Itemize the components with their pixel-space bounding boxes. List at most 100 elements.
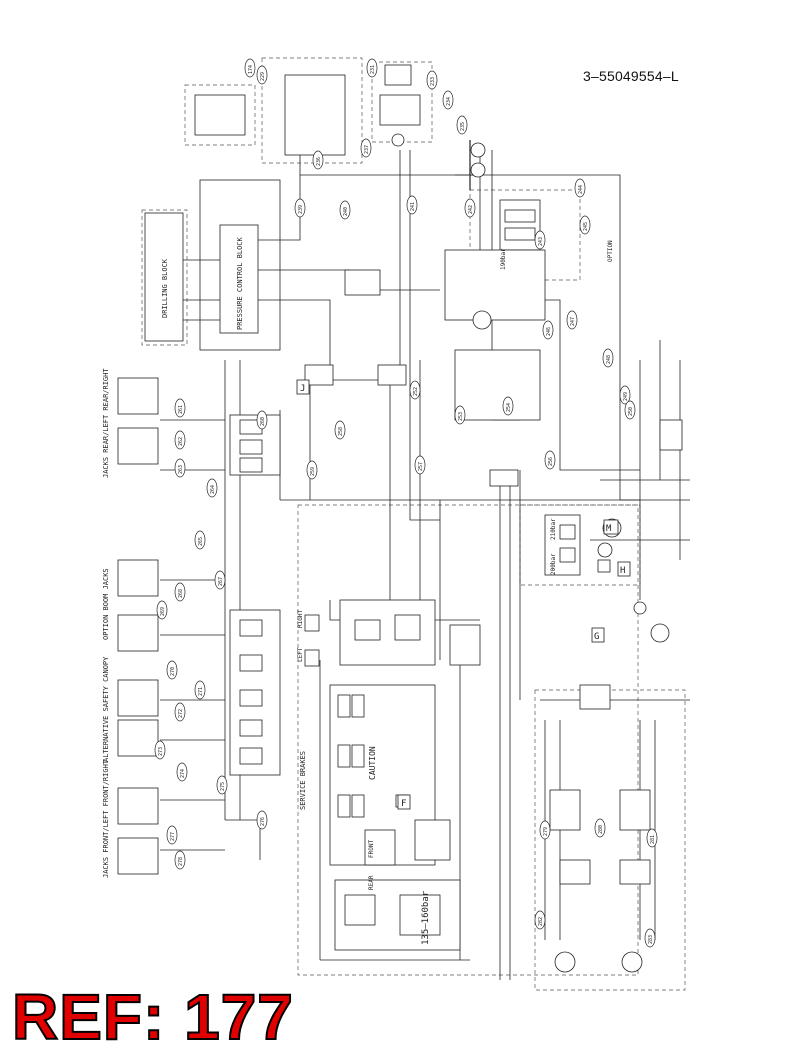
svg-text:272: 272 bbox=[178, 709, 184, 718]
callout-tag: 268 bbox=[174, 582, 186, 602]
option-boom-jacks-label: OPTION BOOM JACKS bbox=[102, 568, 110, 640]
callout-tag: 174 bbox=[244, 58, 256, 78]
svg-text:263: 263 bbox=[178, 465, 184, 474]
svg-text:275: 275 bbox=[220, 782, 226, 791]
callout-tag: 231 bbox=[366, 58, 378, 78]
svg-text:271: 271 bbox=[198, 687, 204, 696]
callout-tag: 254 bbox=[502, 396, 514, 416]
callout-tag: 233 bbox=[426, 70, 438, 90]
svg-text:279: 279 bbox=[543, 827, 549, 836]
callout-tag: 274 bbox=[176, 762, 188, 782]
option-boundary-drilling bbox=[141, 209, 188, 346]
callout-tag: 271 bbox=[194, 680, 206, 700]
callout-tag: 275 bbox=[216, 775, 228, 795]
pressure-210-label: 210bar bbox=[550, 518, 557, 540]
svg-text:237: 237 bbox=[364, 145, 370, 154]
top-components bbox=[194, 64, 546, 421]
callout-tag: 252 bbox=[409, 380, 421, 400]
callout-tag: 270 bbox=[166, 660, 178, 680]
svg-text:258: 258 bbox=[338, 427, 344, 436]
svg-text:273: 273 bbox=[158, 747, 164, 756]
pressure-control-block-label: PRESSURE CONTROL BLOCK bbox=[236, 236, 244, 330]
callout-tag: 243 bbox=[534, 230, 546, 250]
svg-text:282: 282 bbox=[538, 917, 544, 926]
jacks-front-label: JACKS FRONT/LEFT FRONT/RIGHT bbox=[102, 759, 110, 878]
left-side-label: LEFT bbox=[297, 647, 304, 662]
callout-tag: 253 bbox=[454, 405, 466, 425]
svg-text:245: 245 bbox=[583, 222, 589, 231]
callout-tag: 242 bbox=[464, 198, 476, 218]
valve-stack-left bbox=[229, 414, 281, 776]
marker-g: G bbox=[591, 627, 605, 643]
callout-tag: 276 bbox=[256, 810, 268, 830]
jacks-rear-label: JACKS REAR/LEFT REAR/RIGHT bbox=[102, 368, 110, 478]
callout-tag: 260 bbox=[256, 410, 268, 430]
right-components bbox=[544, 419, 683, 973]
callout-tag: 272 bbox=[174, 702, 186, 722]
svg-text:264: 264 bbox=[210, 485, 216, 494]
svg-text:277: 277 bbox=[170, 832, 176, 841]
option-boundary-lower-right bbox=[534, 689, 686, 991]
svg-text:J: J bbox=[300, 384, 305, 394]
option-boundary-top bbox=[261, 57, 363, 164]
svg-text:253: 253 bbox=[458, 412, 464, 421]
service-brakes-region bbox=[304, 599, 481, 951]
svg-text:281: 281 bbox=[650, 835, 656, 844]
svg-text:247: 247 bbox=[570, 317, 576, 326]
callout-tag: 278 bbox=[174, 850, 186, 870]
callout-tag: 264 bbox=[206, 478, 218, 498]
svg-text:229: 229 bbox=[260, 72, 266, 81]
svg-text:278: 278 bbox=[178, 857, 184, 866]
jack-cylinders bbox=[117, 377, 159, 875]
svg-text:241: 241 bbox=[410, 202, 416, 211]
right-side-label: RIGHT bbox=[297, 610, 304, 628]
svg-text:262: 262 bbox=[178, 437, 184, 446]
svg-text:G: G bbox=[594, 632, 599, 642]
callout-tag: 282 bbox=[534, 910, 546, 930]
callout-tag: 277 bbox=[166, 825, 178, 845]
svg-text:269: 269 bbox=[160, 607, 166, 616]
svg-text:250: 250 bbox=[628, 407, 634, 416]
marker-m: M bbox=[603, 519, 619, 535]
svg-text:259: 259 bbox=[310, 467, 316, 476]
svg-text:265: 265 bbox=[198, 537, 204, 546]
svg-text:243: 243 bbox=[538, 237, 544, 246]
svg-text:244: 244 bbox=[578, 185, 584, 194]
callout-tag: 246 bbox=[542, 320, 554, 340]
callout-tag: 235 bbox=[456, 115, 468, 135]
document-number: 3–55049554–L bbox=[583, 68, 679, 84]
marker-f: F bbox=[397, 794, 411, 810]
svg-text:249: 249 bbox=[623, 392, 629, 401]
callout-tag: 279 bbox=[539, 820, 551, 840]
pressure-190-label: 190bar bbox=[500, 248, 507, 270]
svg-text:261: 261 bbox=[178, 405, 184, 414]
option-boundary-oil-cooler bbox=[184, 84, 256, 146]
callout-tag: 273 bbox=[154, 740, 166, 760]
callout-tag: 229 bbox=[256, 65, 268, 85]
drilling-block-label: DRILLING BLOCK bbox=[161, 258, 169, 318]
svg-text:252: 252 bbox=[413, 387, 419, 396]
callout-tag: 248 bbox=[602, 348, 614, 368]
caution-label: CAUTION bbox=[368, 746, 377, 780]
option-label: OPTION bbox=[607, 240, 614, 262]
callout-tag: 283 bbox=[644, 928, 656, 948]
front-label: FRONT bbox=[368, 840, 375, 858]
callout-tag: 258 bbox=[334, 420, 346, 440]
callout-tag: 244 bbox=[574, 178, 586, 198]
callout-tag: 250 bbox=[624, 400, 636, 420]
service-brakes-label: SERVICE BRAKES bbox=[299, 751, 307, 810]
callout-tag: 236 bbox=[312, 150, 324, 170]
callout-tag: 265 bbox=[194, 530, 206, 550]
drilling-block-box bbox=[144, 212, 184, 342]
svg-text:F: F bbox=[401, 799, 406, 809]
callout-tag: 234 bbox=[442, 90, 454, 110]
callout-tag: 257 bbox=[414, 455, 426, 475]
svg-text:H: H bbox=[620, 566, 625, 576]
callout-tag: 281 bbox=[646, 828, 658, 848]
callout-tag: 240 bbox=[339, 200, 351, 220]
svg-text:283: 283 bbox=[648, 935, 654, 944]
callout-tag: 280 bbox=[594, 818, 606, 838]
rear-label: REAR bbox=[368, 875, 375, 890]
svg-text:231: 231 bbox=[370, 65, 376, 74]
